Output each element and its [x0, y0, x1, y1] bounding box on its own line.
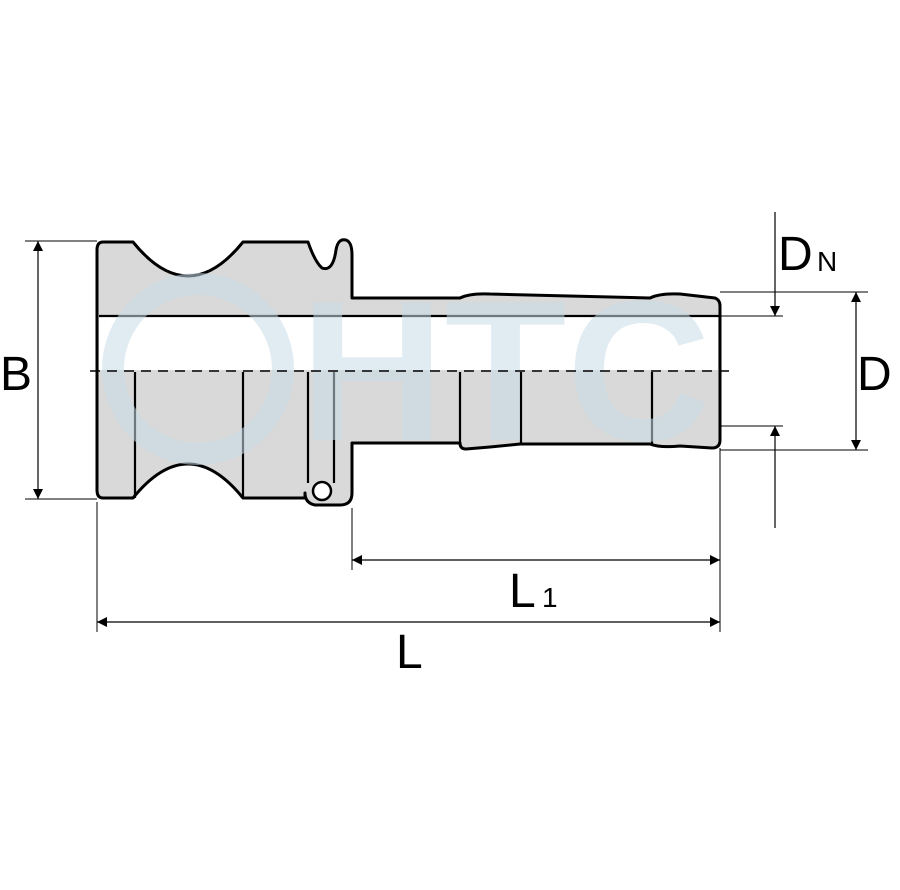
label-L1-sub: 1	[542, 582, 558, 613]
lock-ring	[311, 480, 333, 502]
label-DN-main: D	[778, 228, 813, 281]
watermark-ring	[102, 273, 294, 465]
label-L1-main: L	[509, 565, 536, 618]
label-D: D	[857, 348, 892, 401]
label-L: L	[396, 626, 423, 679]
bore-band	[99, 316, 718, 370]
label-DN-sub: N	[817, 246, 837, 277]
label-B: B	[0, 348, 32, 401]
